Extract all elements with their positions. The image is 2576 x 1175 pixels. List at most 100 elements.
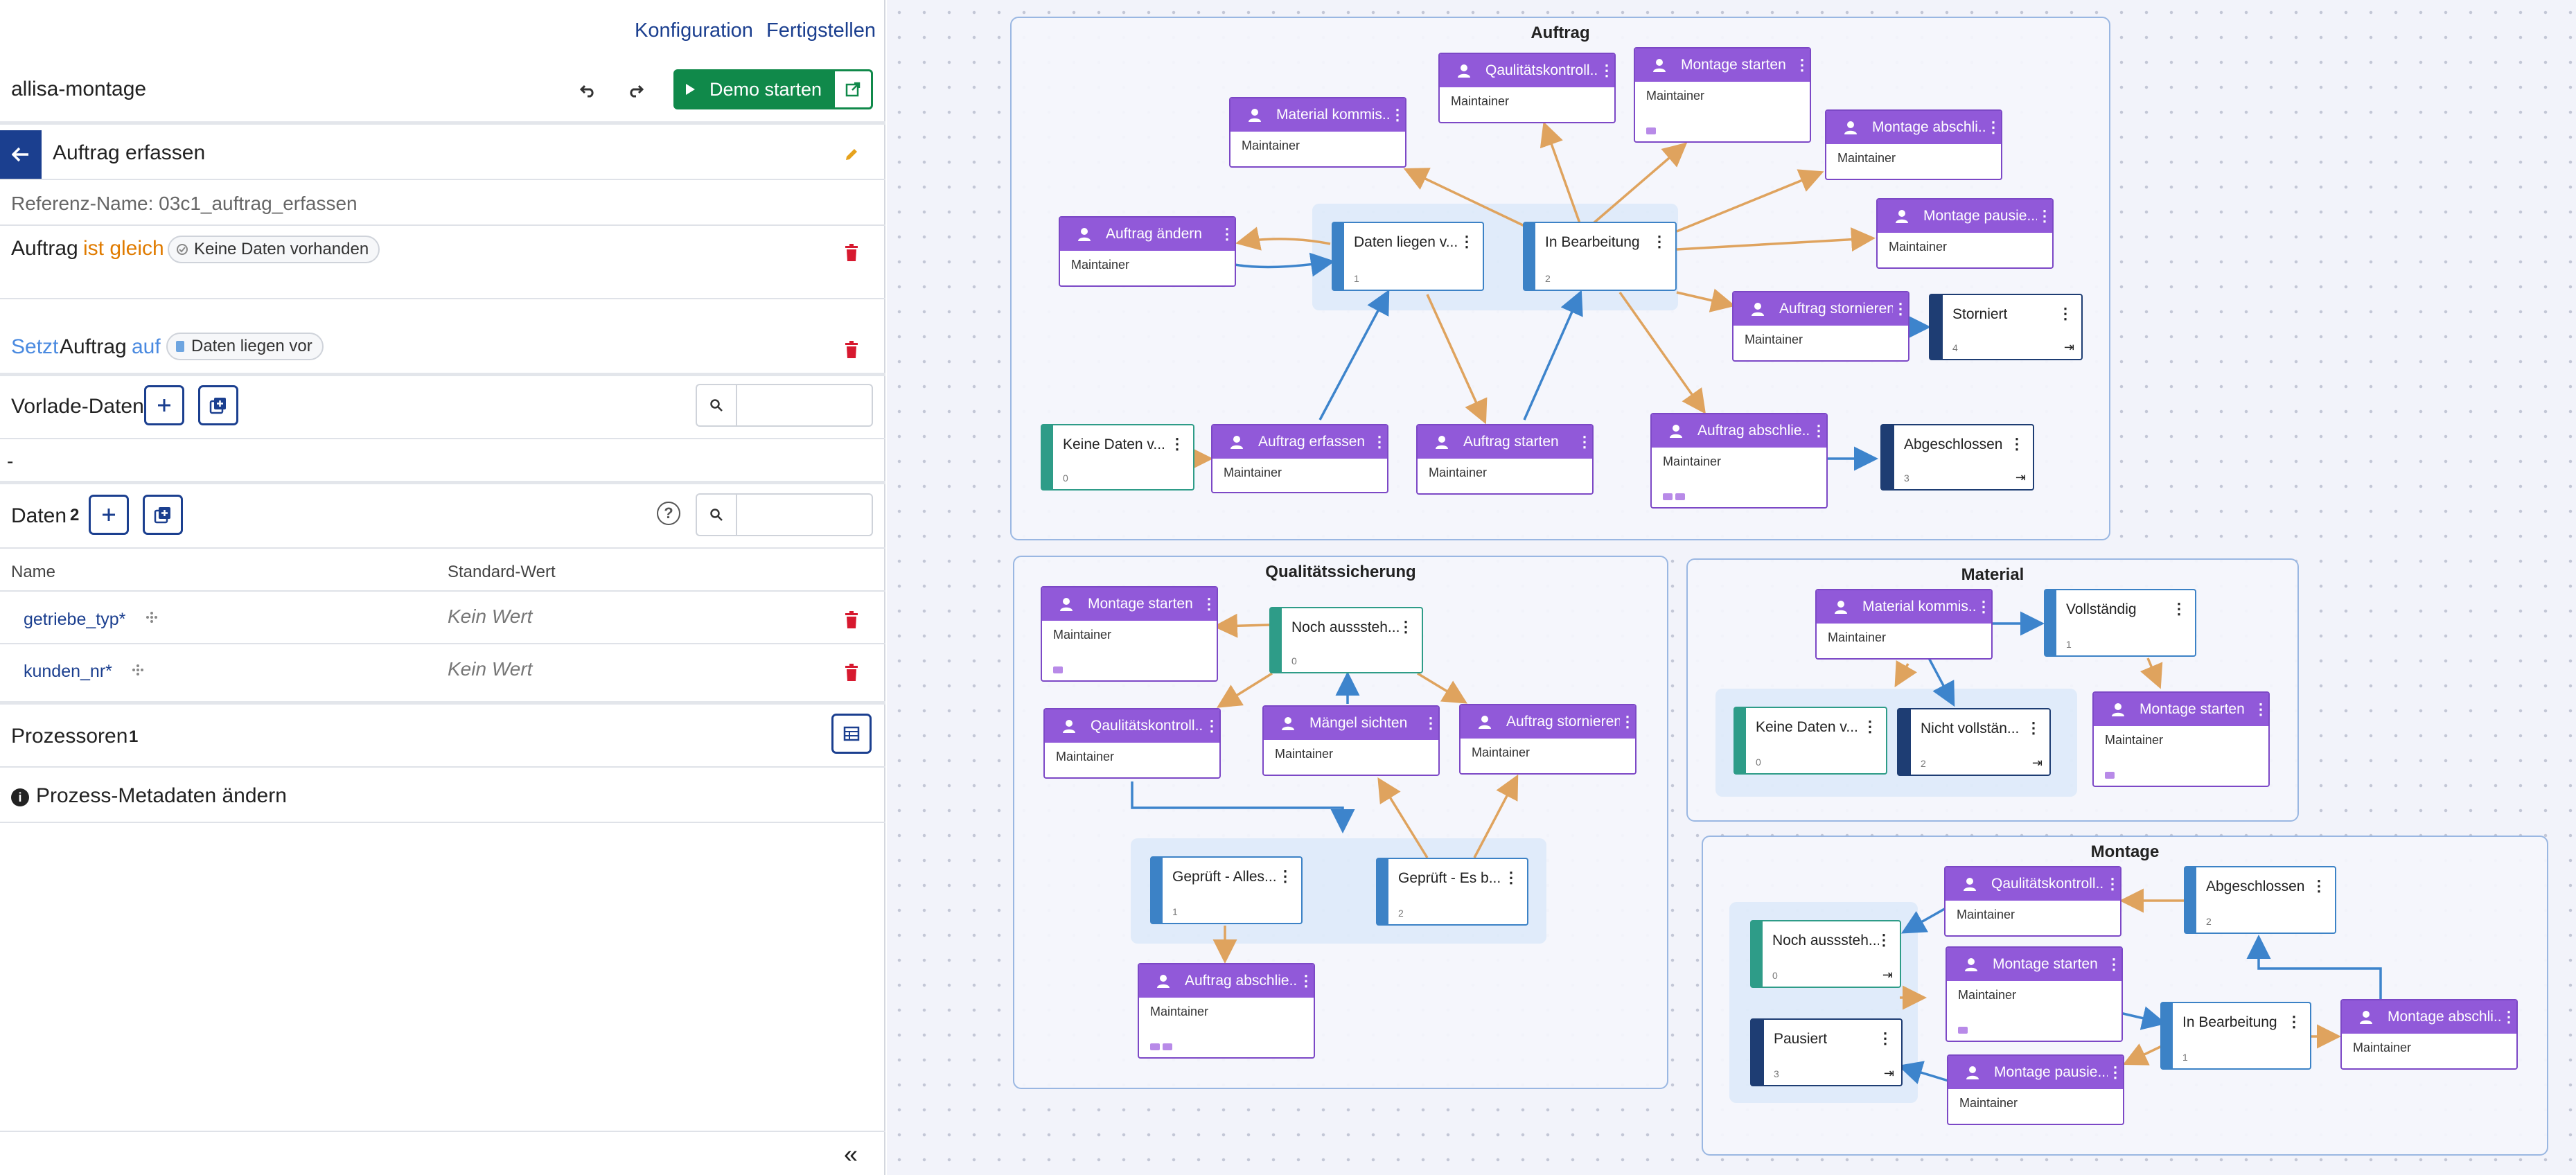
action-node[interactable]: Auftrag abschlie...⋮Maintainer <box>1138 963 1315 1059</box>
delete-field-button[interactable] <box>844 664 859 682</box>
state-node[interactable]: Noch ausssteh...⋮0 <box>1269 607 1423 673</box>
undo-icon <box>579 85 594 98</box>
demo-start-button[interactable]: Demo starten <box>673 69 833 109</box>
delete-condition-button[interactable] <box>844 244 859 262</box>
group-title: Auftrag <box>1530 24 1590 42</box>
action-node[interactable]: Montage starten⋮Maintainer <box>1041 586 1218 682</box>
sparkle-icon <box>132 664 143 675</box>
mail-badge-icon <box>2105 772 2115 779</box>
action-node[interactable]: Montage starten⋮Maintainer <box>1634 47 1811 143</box>
user-icon <box>1964 878 1976 891</box>
end-state-icon: ⇥ <box>2063 340 2074 354</box>
action-node[interactable]: Auftrag erfassen⋮Maintainer <box>1211 424 1388 493</box>
state-node[interactable]: Abgeschlossen⋮3⇥ <box>1880 424 2034 491</box>
circle-check-icon <box>177 244 188 255</box>
daten-search[interactable] <box>696 493 873 536</box>
document-icon <box>176 341 184 352</box>
action-node[interactable]: Mängel sichten⋮Maintainer <box>1262 705 1440 776</box>
plus-icon <box>158 399 170 412</box>
action-node[interactable]: Montage starten⋮Maintainer <box>1946 946 2123 1042</box>
state-node[interactable]: Storniert⋮4⇥ <box>1929 294 2083 360</box>
processor-item[interactable]: Prozess-Metadaten ändern <box>36 784 287 807</box>
state-node[interactable]: Vollständig⋮1 <box>2044 589 2196 657</box>
action-node[interactable]: Auftrag starten⋮Maintainer <box>1416 424 1594 495</box>
undo-button[interactable] <box>575 78 601 104</box>
end-state-icon: ⇥ <box>2031 756 2043 770</box>
action-node[interactable]: Auftrag stornieren⋮Maintainer <box>1732 291 1909 362</box>
copy-plus-icon <box>154 507 170 524</box>
action-node[interactable]: Qaulitätskontroll...⋮Maintainer <box>1438 53 1616 123</box>
copy-plus-icon <box>209 398 226 414</box>
end-state-icon: ⇥ <box>2015 470 2026 484</box>
action-node[interactable]: Auftrag ändern⋮Maintainer <box>1059 216 1236 287</box>
configuration-link[interactable]: Konfiguration <box>635 19 753 42</box>
delete-set-button[interactable] <box>844 341 859 359</box>
user-icon <box>1063 720 1075 733</box>
action-node[interactable]: Qaulitätskontroll...⋮Maintainer <box>1944 866 2121 937</box>
state-node[interactable]: In Bearbeitung⋮2 <box>1523 222 1677 291</box>
state-node[interactable]: Pausiert⋮3⇥ <box>1750 1018 1903 1086</box>
finish-link[interactable]: Fertigstellen <box>766 19 876 42</box>
user-icon <box>1653 59 1666 72</box>
action-node[interactable]: Montage abschli...⋮Maintainer <box>2340 999 2518 1070</box>
edit-title-button[interactable] <box>837 140 866 169</box>
search-icon <box>697 495 737 535</box>
field-name[interactable]: getriebe_typ* <box>24 610 126 629</box>
back-button[interactable] <box>0 130 42 179</box>
condition-subject: Auftrag <box>11 237 78 260</box>
state-node[interactable]: Keine Daten v...⋮0 <box>1733 707 1887 775</box>
project-name: allisa-montage <box>11 78 147 100</box>
vorlage-add-multiple-button[interactable] <box>198 385 238 425</box>
redo-icon <box>630 85 644 98</box>
action-node[interactable]: Auftrag stornieren⋮Maintainer <box>1459 704 1637 775</box>
daten-add-multiple-button[interactable] <box>143 495 183 535</box>
demo-start-label: Demo starten <box>709 78 822 100</box>
state-node[interactable]: Abgeschlossen⋮2 <box>2184 866 2336 934</box>
action-node[interactable]: Montage starten⋮Maintainer <box>2092 691 2270 787</box>
user-icon <box>1670 425 1682 438</box>
field-name[interactable]: kunden_nr* <box>24 662 112 681</box>
redo-button[interactable] <box>622 78 649 104</box>
user-icon <box>1230 436 1243 449</box>
vorlage-search[interactable] <box>696 384 873 427</box>
action-node[interactable]: Material kommis...⋮Maintainer <box>1229 97 1406 168</box>
column-name: Name <box>11 563 56 581</box>
user-icon <box>1436 436 1448 449</box>
action-node[interactable]: Montage pausie...⋮Maintainer <box>1947 1054 2124 1125</box>
state-node[interactable]: Keine Daten v...⋮0 <box>1041 424 1194 491</box>
state-node[interactable]: Noch ausssteh...⋮0⇥ <box>1750 920 1901 988</box>
collapse-panel-button[interactable]: « <box>837 1140 865 1168</box>
side-panel: Konfiguration Fertigstellen allisa-monta… <box>0 0 885 1175</box>
user-icon <box>1249 109 1261 122</box>
state-node[interactable]: Geprüft - Es b...⋮2 <box>1376 858 1528 926</box>
mail-badge-icon <box>1053 666 1063 673</box>
set-subject: Auftrag <box>60 335 127 358</box>
state-node[interactable]: In Bearbeitung⋮1 <box>2160 1002 2311 1070</box>
vorlage-add-button[interactable] <box>144 385 184 425</box>
delete-field-button[interactable] <box>844 611 859 629</box>
action-node[interactable]: Montage abschli...⋮Maintainer <box>1825 109 2002 180</box>
user-icon <box>2360 1011 2372 1024</box>
process-canvas[interactable]: Auftrag Qualitätssicherung Material Mont… <box>887 0 2576 1175</box>
action-node[interactable]: Auftrag abschlie...⋮Maintainer <box>1650 413 1828 509</box>
end-state-icon: ⇥ <box>1883 1066 1894 1080</box>
prozessoren-count: 1 <box>129 727 139 746</box>
external-link-icon <box>845 82 861 97</box>
condition-operator: ist gleich <box>83 237 164 260</box>
condition-value: Keine Daten vorhanden <box>194 240 369 258</box>
action-node[interactable]: Material kommis...⋮Maintainer <box>1815 589 1993 660</box>
action-node[interactable]: Montage pausie...⋮Maintainer <box>1876 198 2054 269</box>
demo-open-external-button[interactable] <box>833 69 873 109</box>
user-icon <box>1458 64 1470 78</box>
condition-value-chip: Keine Daten vorhanden <box>168 236 380 263</box>
state-node[interactable]: Geprüft - Alles...⋮1 <box>1150 856 1303 924</box>
user-icon <box>1844 121 1857 134</box>
daten-add-button[interactable] <box>89 495 129 535</box>
state-node[interactable]: Daten liegen v...⋮1 <box>1332 222 1484 291</box>
action-node[interactable]: Qaulitätskontroll...⋮Maintainer <box>1043 708 1221 779</box>
help-icon[interactable]: ? <box>657 502 680 525</box>
user-icon <box>2112 703 2124 716</box>
vorlage-empty: - <box>7 450 14 472</box>
state-node[interactable]: Nicht vollstän...⋮2⇥ <box>1897 708 2051 776</box>
prozessoren-table-button[interactable] <box>831 714 872 754</box>
